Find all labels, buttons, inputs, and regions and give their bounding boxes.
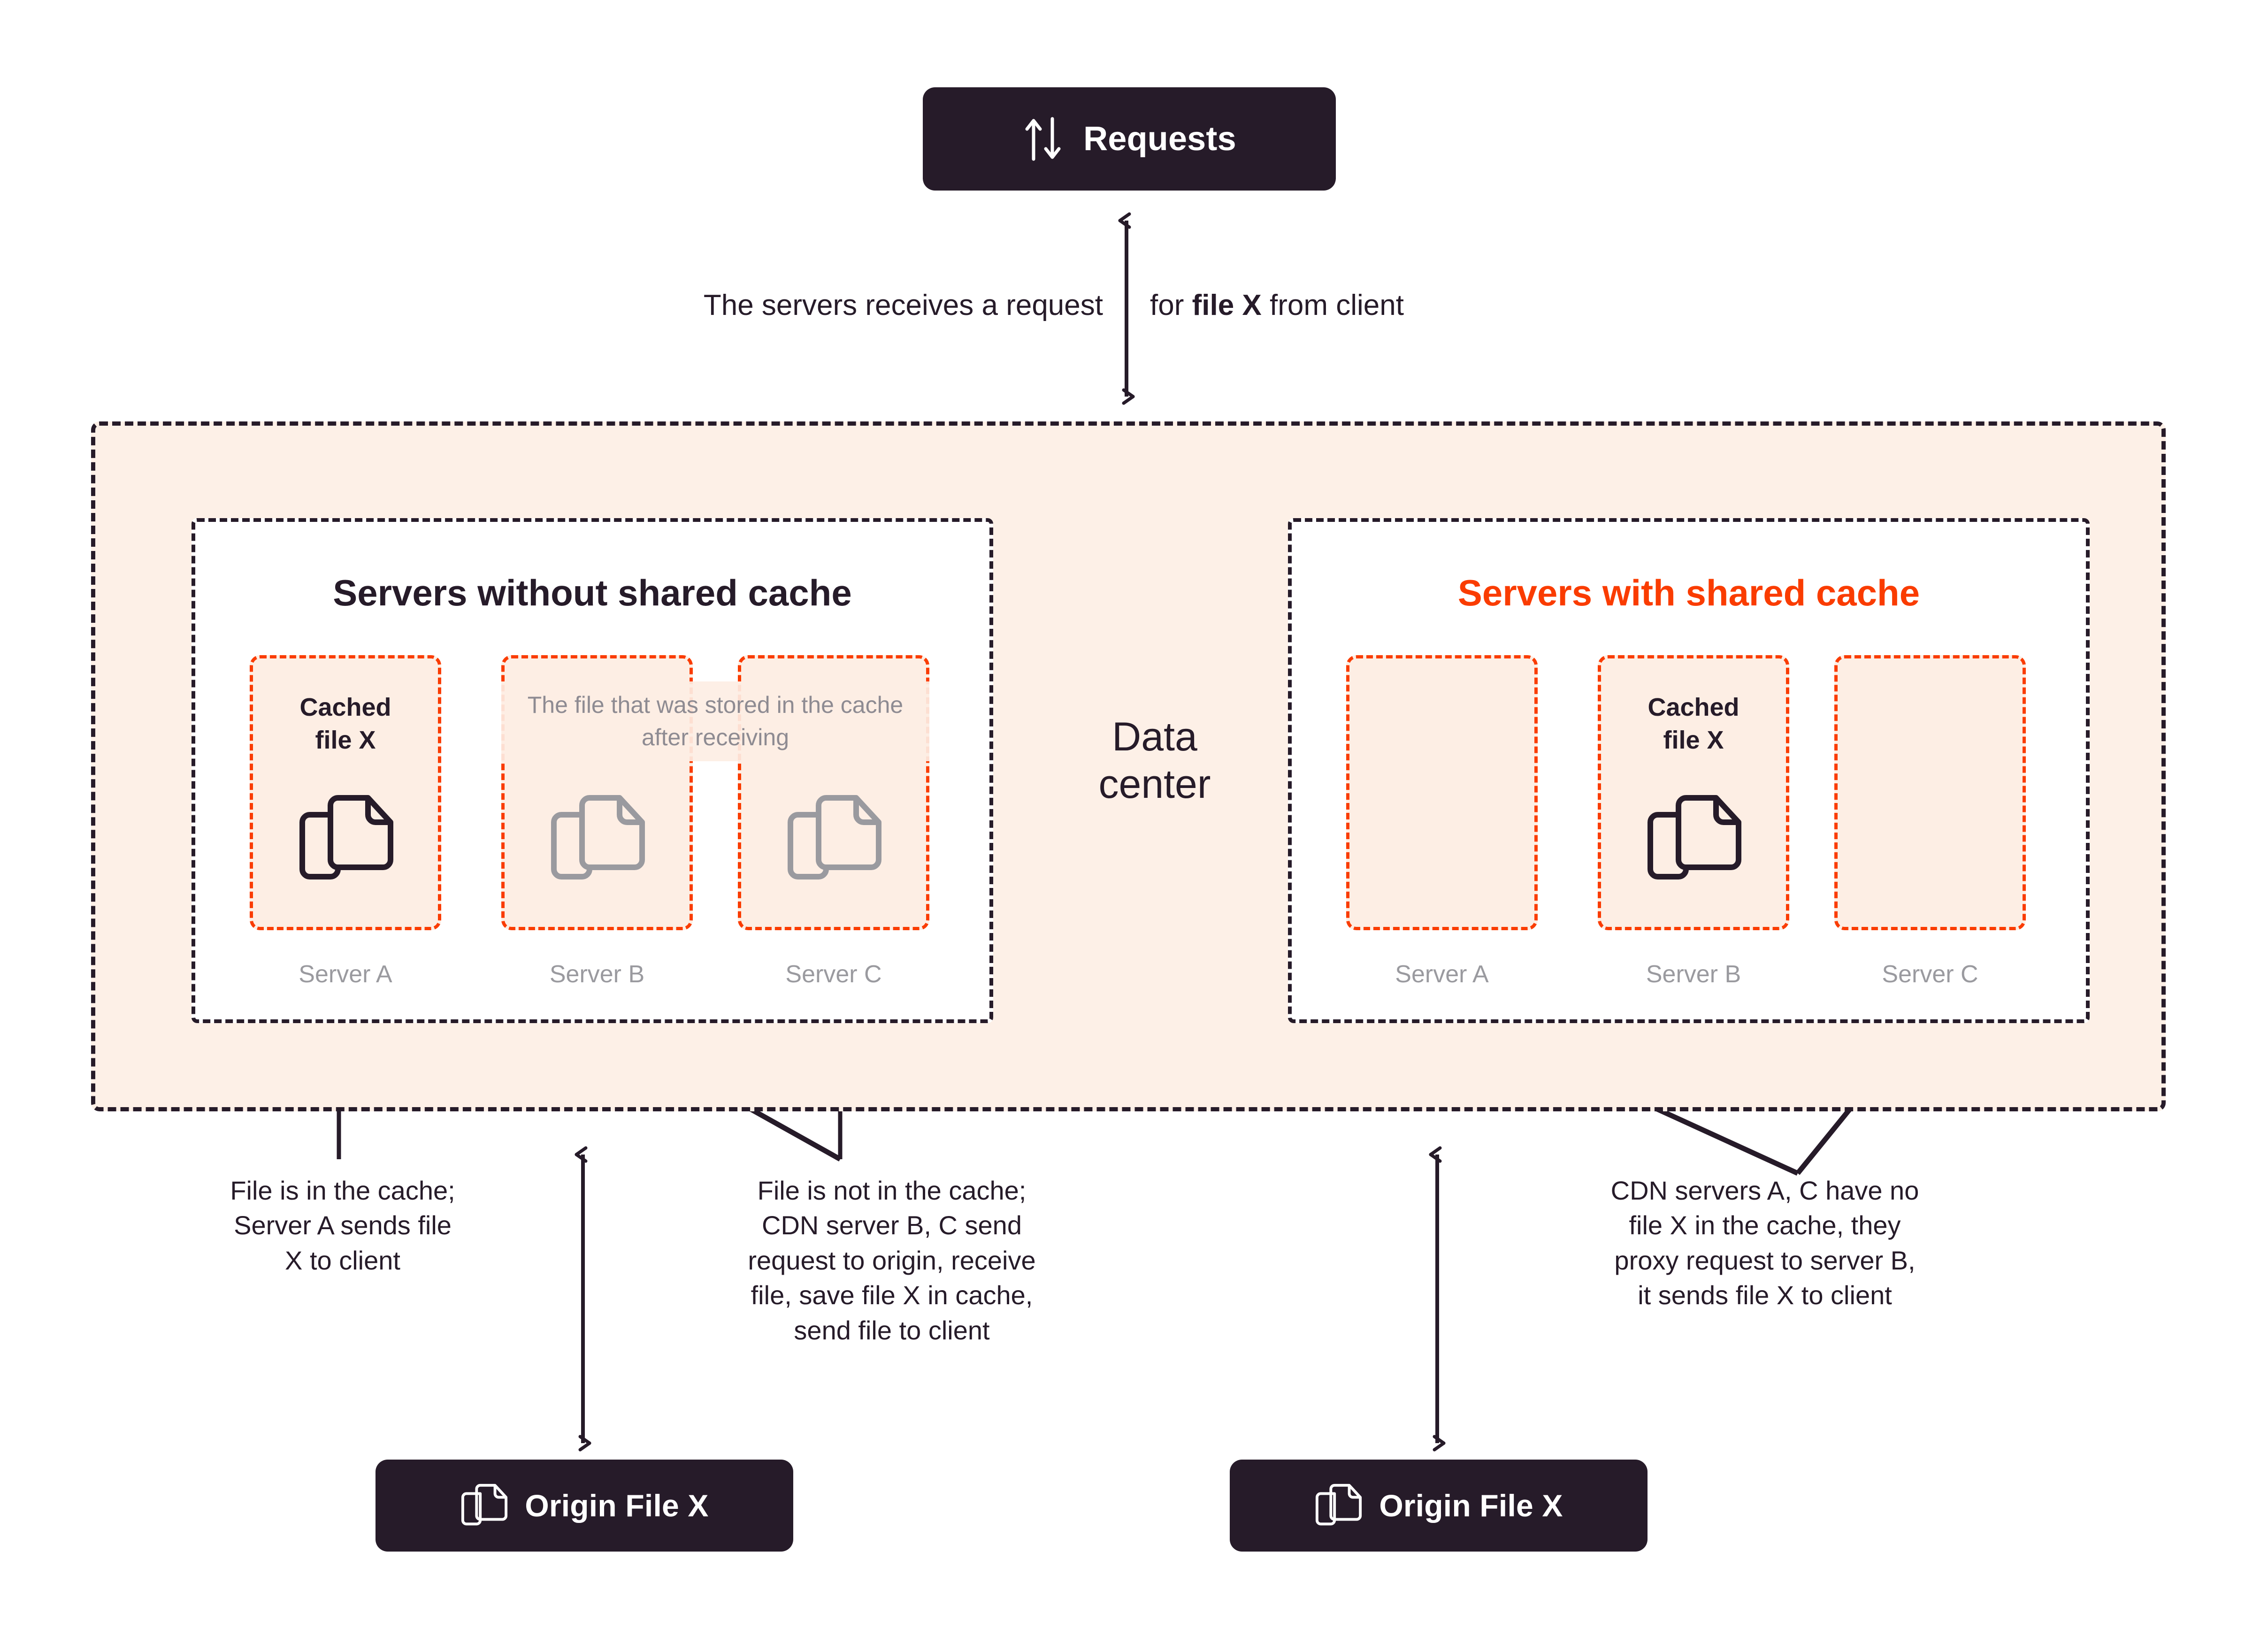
datacenter-label: Data center xyxy=(1098,714,1211,807)
origin-file-label-right: Origin File X xyxy=(1379,1488,1563,1523)
origin-file-label-left: Origin File X xyxy=(525,1488,709,1523)
request-caption-right: for file X from client xyxy=(1150,289,1404,321)
caption-server-bc-miss: File is not in the cache; CDN server B, … xyxy=(748,1176,1036,1345)
cache-slot-left-a[interactable] xyxy=(250,655,441,930)
origin-file-box-left[interactable]: Origin File X xyxy=(376,1460,793,1552)
origin-file-box-right[interactable]: Origin File X xyxy=(1230,1460,1648,1552)
cache-label-left-a: Cached file X xyxy=(299,693,391,755)
file-icon-left-a xyxy=(297,783,396,895)
copy-file-icon xyxy=(1314,1478,1363,1533)
requests-label: Requests xyxy=(1083,120,1236,158)
server-label-right-b: Server B xyxy=(1646,961,1741,988)
up-down-arrows-icon xyxy=(1022,114,1067,164)
cache-slot-right-a[interactable] xyxy=(1346,655,1538,930)
copy-file-icon xyxy=(460,1478,509,1533)
file-icon-left-b xyxy=(548,783,648,895)
file-icon-left-c xyxy=(785,783,884,895)
request-caption-left: The servers receives a request xyxy=(703,289,1103,321)
server-label-left-c: Server C xyxy=(785,961,882,988)
caption-shared-cache-proxy: CDN servers A, C have no file X in the c… xyxy=(1610,1176,1919,1310)
cache-label-right-b: Cached file X xyxy=(1648,693,1740,755)
server-label-left-b: Server B xyxy=(549,961,645,988)
cache-tooltip-overlay: The file that was stored in the cache af… xyxy=(501,681,929,761)
group-title-without-shared-cache: Servers without shared cache xyxy=(333,572,852,613)
group-title-with-shared-cache: Servers with shared cache xyxy=(1457,572,1920,613)
server-label-left-a: Server A xyxy=(299,961,392,988)
cache-slot-right-c[interactable] xyxy=(1834,655,2026,930)
server-label-right-a: Server A xyxy=(1395,961,1489,988)
caption-server-a-hit: File is in the cache; Server A sends fil… xyxy=(230,1176,455,1275)
cache-slot-right-b[interactable] xyxy=(1598,655,1789,930)
server-label-right-c: Server C xyxy=(1882,961,1978,988)
requests-box[interactable]: Requests xyxy=(923,87,1336,191)
file-icon-right-b xyxy=(1645,783,1744,895)
